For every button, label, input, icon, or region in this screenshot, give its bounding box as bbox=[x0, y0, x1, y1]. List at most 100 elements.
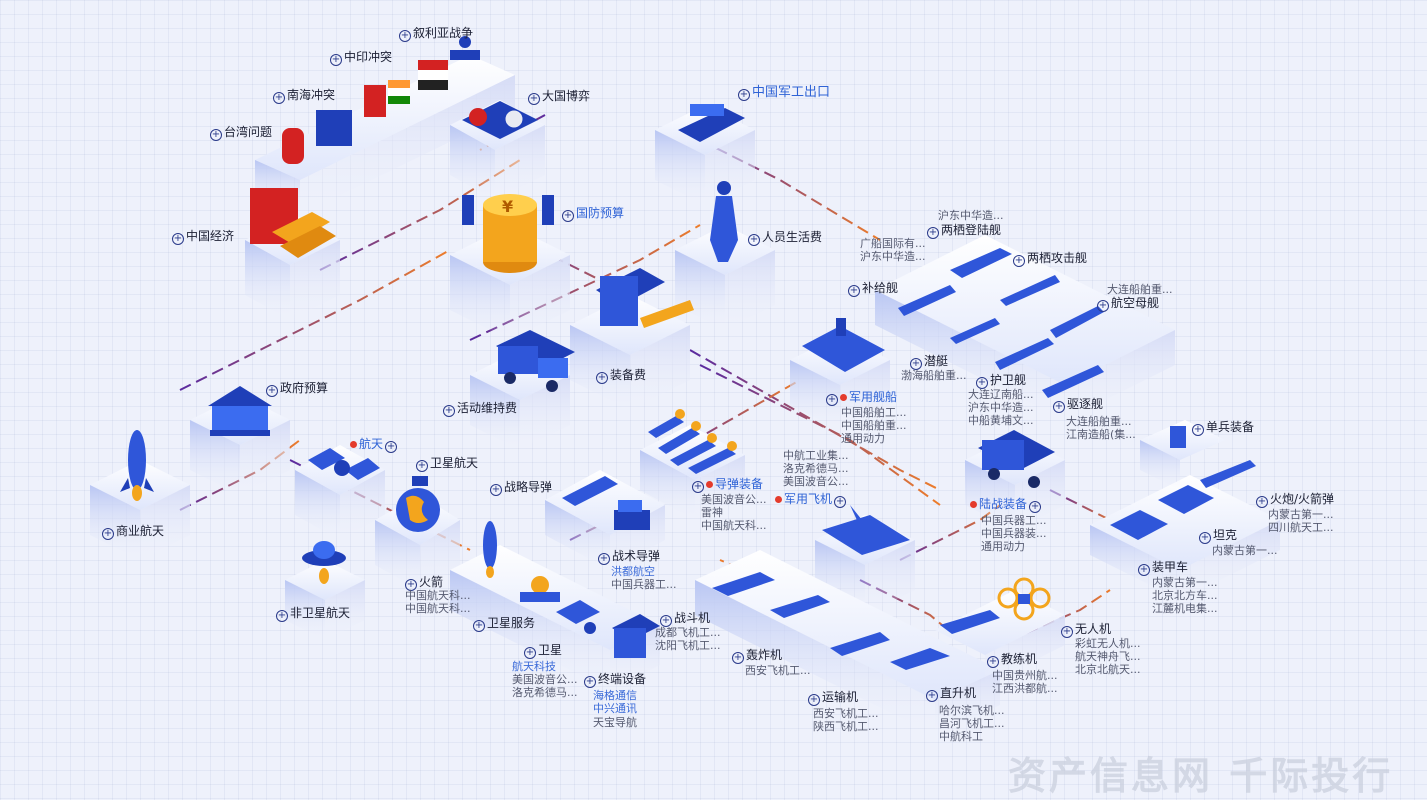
label-aerospace[interactable]: 航天+ bbox=[350, 437, 399, 453]
globe-icon bbox=[396, 476, 440, 532]
expand-icon: + bbox=[330, 54, 342, 66]
chessboard-icon bbox=[462, 101, 538, 139]
label-rocket[interactable]: +火箭 bbox=[405, 575, 444, 591]
artillery-companies: 内蒙古第一...四川航天工... bbox=[1268, 508, 1334, 534]
missile-launcher-icon bbox=[562, 476, 650, 530]
label-trainer[interactable]: +教练机 bbox=[987, 652, 1038, 668]
label-militaryship[interactable]: +军用舰船 bbox=[826, 390, 898, 406]
label-supply[interactable]: +补给舰 bbox=[848, 281, 899, 297]
expand-icon: + bbox=[826, 394, 838, 406]
expand-icon: + bbox=[732, 652, 744, 664]
label-destroyer[interactable]: +驱逐舰 bbox=[1053, 397, 1104, 413]
label-satservice[interactable]: +卫星服务 bbox=[473, 616, 536, 632]
label-equipment[interactable]: +装备费 bbox=[596, 368, 647, 384]
label-missileequip[interactable]: +导弹装备 bbox=[692, 477, 764, 493]
yuan-coins-icon: ¥ bbox=[462, 194, 554, 273]
frigate-companies: 大连辽南船...沪东中华造...中船黄埔文... bbox=[968, 388, 1034, 427]
label-taiwan[interactable]: +台湾问题 bbox=[210, 125, 273, 141]
label-frigate[interactable]: +护卫舰 bbox=[976, 373, 1027, 389]
label-satspace[interactable]: +卫星航天 bbox=[416, 456, 479, 472]
label-helicopter[interactable]: +直升机 bbox=[926, 686, 977, 702]
satellite-highlight-company[interactable]: 航天科技 bbox=[512, 660, 556, 673]
expand-icon: + bbox=[399, 30, 411, 42]
tactical-companies: 中国兵器工... bbox=[611, 578, 677, 591]
label-nonsat[interactable]: +非卫星航天 bbox=[276, 606, 351, 622]
label-armored[interactable]: +装甲车 bbox=[1138, 560, 1189, 576]
label-terminal[interactable]: +终端设备 bbox=[584, 672, 647, 688]
flags-icon bbox=[282, 36, 480, 164]
label-economy[interactable]: +中国经济 bbox=[172, 229, 235, 245]
label-personnel[interactable]: +人员生活费 bbox=[748, 230, 823, 246]
expand-icon: + bbox=[416, 460, 428, 472]
expand-icon: + bbox=[692, 481, 704, 493]
expand-icon: + bbox=[584, 676, 596, 688]
missileequip-companies: 美国波音公...雷神中国航天科... bbox=[701, 493, 767, 532]
expand-icon: + bbox=[1029, 501, 1042, 513]
aircraft-carrier-icon bbox=[802, 318, 885, 372]
missiles-icon bbox=[648, 409, 737, 474]
label-commercial[interactable]: +商业航天 bbox=[102, 524, 165, 540]
label-defense[interactable]: +国防预算 bbox=[562, 206, 625, 222]
label-bomber[interactable]: +轰炸机 bbox=[732, 648, 783, 664]
expand-icon: + bbox=[1061, 626, 1073, 638]
military-truck-icon bbox=[496, 330, 575, 392]
label-strategic[interactable]: +战略导弹 bbox=[490, 480, 553, 496]
expand-icon: + bbox=[808, 694, 820, 706]
expand-icon: + bbox=[1013, 255, 1025, 267]
expand-icon: + bbox=[926, 690, 938, 702]
helicopter-companies: 哈尔滨飞机...昌河飞机工...中航科工 bbox=[939, 704, 1005, 743]
label-govbudget[interactable]: +政府预算 bbox=[266, 381, 329, 397]
ufo-icon bbox=[302, 541, 346, 584]
transport-companies: 西安飞机工...陕西飞机工... bbox=[813, 707, 879, 733]
tactical-highlight-company[interactable]: 洪都航空 bbox=[611, 565, 655, 578]
satellite-companies: 美国波音公...洛克希德马... bbox=[512, 673, 578, 699]
expand-icon: + bbox=[976, 377, 988, 389]
expand-icon: + bbox=[385, 441, 398, 453]
expand-icon: + bbox=[210, 129, 222, 141]
label-amphattack[interactable]: +两栖攻击舰 bbox=[1013, 251, 1088, 267]
label-amphibious[interactable]: +两栖登陆舰 bbox=[927, 223, 1002, 239]
highlight-dot bbox=[970, 501, 977, 508]
label-landequip[interactable]: 陆战装备+ bbox=[970, 497, 1043, 513]
expand-icon: + bbox=[1199, 532, 1211, 544]
label-tactical[interactable]: +战术导弹 bbox=[598, 549, 661, 565]
label-militaryplane[interactable]: 军用飞机+ bbox=[775, 492, 848, 508]
expand-icon: + bbox=[562, 210, 574, 222]
label-artillery[interactable]: +火炮/火箭弹 bbox=[1256, 492, 1335, 508]
rocket-companies: 中国航天科...中国航天科... bbox=[405, 589, 471, 615]
expand-icon: + bbox=[848, 285, 860, 297]
label-satellite[interactable]: +卫星 bbox=[524, 643, 563, 659]
expand-icon: + bbox=[266, 385, 278, 397]
carrier-top-companies: 大连船舶重... bbox=[1107, 283, 1173, 296]
label-infantry[interactable]: +单兵装备 bbox=[1192, 420, 1255, 436]
label-export[interactable]: +中国军工出口 bbox=[738, 85, 831, 101]
expand-icon: + bbox=[490, 484, 502, 496]
label-fighter[interactable]: +战斗机 bbox=[660, 611, 711, 627]
expand-icon: + bbox=[1053, 401, 1065, 413]
expand-icon: + bbox=[987, 656, 999, 668]
expand-icon: + bbox=[473, 620, 485, 632]
label-syria[interactable]: +叙利亚战争 bbox=[399, 26, 474, 42]
expand-icon: + bbox=[1097, 300, 1109, 312]
officer-icon bbox=[710, 181, 738, 262]
label-transport[interactable]: +运输机 bbox=[808, 690, 859, 706]
terminal-highlight-companies[interactable]: 海格通信中兴通讯 bbox=[593, 689, 637, 715]
militaryship-companies: 中国船舶工...中国船舶重...通用动力 bbox=[841, 406, 907, 445]
highlight-dot bbox=[840, 394, 847, 401]
expand-icon: + bbox=[528, 93, 540, 105]
government-building-icon bbox=[208, 386, 272, 436]
label-nanhai[interactable]: +南海冲突 bbox=[273, 88, 336, 104]
armored-companies: 内蒙古第一...北京北方车...江麓机电集... bbox=[1152, 576, 1218, 615]
label-carrier[interactable]: +航空母舰 bbox=[1097, 296, 1160, 312]
label-daguo[interactable]: +大国博弈 bbox=[528, 89, 591, 105]
label-tank[interactable]: +坦克 bbox=[1199, 528, 1238, 544]
expand-icon: + bbox=[1192, 424, 1204, 436]
cargo-ship-icon bbox=[678, 104, 745, 142]
warships-icon bbox=[898, 248, 1104, 398]
uav-companies: 彩虹无人机...航天神舟飞...北京北航天... bbox=[1075, 637, 1141, 676]
label-india[interactable]: +中印冲突 bbox=[330, 50, 393, 66]
label-submarine[interactable]: +潜艇 bbox=[910, 354, 949, 370]
label-activity[interactable]: +活动维持费 bbox=[443, 401, 518, 417]
trainer-companies: 中国贵州航...江西洪都航... bbox=[992, 669, 1058, 695]
label-uav[interactable]: +无人机 bbox=[1061, 622, 1112, 638]
